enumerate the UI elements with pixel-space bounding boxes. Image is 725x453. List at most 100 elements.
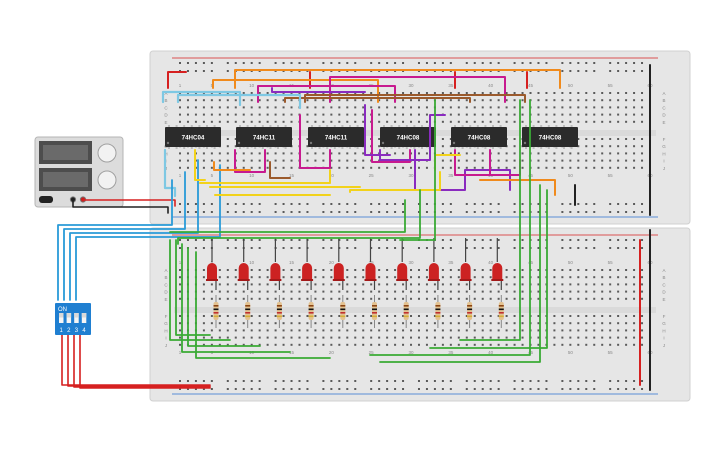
hole[interactable]: [561, 322, 564, 325]
hole[interactable]: [410, 315, 413, 317]
hole[interactable]: [386, 336, 389, 339]
hole[interactable]: [290, 343, 293, 346]
rail-hole[interactable]: [346, 239, 349, 241]
hole[interactable]: [242, 315, 245, 317]
hole[interactable]: [346, 269, 349, 271]
rail-hole[interactable]: [609, 239, 612, 241]
hole[interactable]: [266, 297, 269, 300]
hole[interactable]: [473, 269, 476, 271]
resistor[interactable]: [213, 295, 219, 328]
hole[interactable]: [425, 315, 428, 317]
logic-wire[interactable]: [271, 87, 366, 93]
hole[interactable]: [569, 159, 572, 162]
rail-hole[interactable]: [585, 70, 588, 72]
rail-hole[interactable]: [394, 388, 397, 390]
hole[interactable]: [633, 113, 636, 116]
rail-hole[interactable]: [577, 62, 580, 64]
hole[interactable]: [362, 329, 365, 332]
hole[interactable]: [441, 329, 444, 332]
rail-hole[interactable]: [473, 239, 476, 241]
hole[interactable]: [633, 106, 636, 109]
hole[interactable]: [481, 166, 484, 169]
rail-hole[interactable]: [633, 380, 636, 382]
hole[interactable]: [537, 99, 540, 102]
hole[interactable]: [545, 113, 548, 116]
hole[interactable]: [210, 113, 213, 116]
hole[interactable]: [641, 269, 644, 271]
rail-hole[interactable]: [282, 247, 285, 249]
hole[interactable]: [378, 113, 381, 116]
rail-hole[interactable]: [258, 247, 261, 249]
hole[interactable]: [537, 336, 540, 339]
hole[interactable]: [585, 343, 588, 346]
hole[interactable]: [513, 152, 516, 155]
hole[interactable]: [449, 343, 452, 346]
rail-hole[interactable]: [617, 247, 620, 249]
hole[interactable]: [210, 106, 213, 109]
switch-input-wire[interactable]: [75, 164, 221, 301]
rail-hole[interactable]: [473, 203, 476, 205]
hole[interactable]: [242, 297, 245, 300]
hole[interactable]: [234, 315, 237, 317]
hole[interactable]: [521, 343, 524, 346]
hole[interactable]: [338, 336, 341, 339]
hole[interactable]: [513, 92, 516, 94]
rail-hole[interactable]: [481, 388, 484, 390]
resistor[interactable]: [340, 295, 346, 328]
hole[interactable]: [585, 166, 588, 169]
hole[interactable]: [569, 322, 572, 325]
hole[interactable]: [537, 120, 540, 123]
rail-hole[interactable]: [250, 62, 253, 64]
rail-hole[interactable]: [274, 388, 277, 390]
resistor[interactable]: [467, 295, 473, 328]
hole[interactable]: [202, 276, 205, 279]
hole[interactable]: [179, 113, 181, 116]
hole[interactable]: [394, 329, 397, 332]
rail-hole[interactable]: [290, 203, 293, 205]
hole[interactable]: [290, 322, 293, 325]
hole[interactable]: [489, 106, 492, 109]
rail-hole[interactable]: [370, 380, 373, 382]
rail-hole[interactable]: [641, 388, 644, 390]
rail-hole[interactable]: [202, 239, 205, 241]
hole[interactable]: [457, 120, 460, 123]
rail-hole[interactable]: [234, 380, 237, 382]
hole[interactable]: [609, 92, 612, 94]
hole[interactable]: [394, 343, 397, 346]
rail-hole[interactable]: [202, 70, 205, 72]
hole[interactable]: [338, 290, 341, 293]
hole[interactable]: [625, 315, 628, 317]
rail-hole[interactable]: [298, 380, 301, 382]
hole[interactable]: [593, 92, 596, 94]
hole[interactable]: [457, 343, 460, 346]
hole[interactable]: [497, 106, 500, 109]
hole[interactable]: [282, 269, 285, 271]
hole[interactable]: [346, 322, 349, 325]
hole[interactable]: [266, 290, 269, 293]
hole[interactable]: [226, 106, 229, 109]
hole[interactable]: [441, 336, 444, 339]
hole[interactable]: [179, 269, 181, 271]
hole[interactable]: [425, 329, 428, 332]
hole[interactable]: [322, 113, 325, 116]
logic-wire[interactable]: [371, 109, 411, 163]
logic-wire[interactable]: [304, 94, 526, 103]
hole[interactable]: [402, 322, 405, 325]
rail-hole[interactable]: [234, 62, 237, 64]
led[interactable]: [397, 263, 408, 280]
hole[interactable]: [449, 120, 452, 123]
rail-hole[interactable]: [210, 211, 213, 213]
hole[interactable]: [497, 322, 500, 325]
hole[interactable]: [306, 343, 309, 346]
hole[interactable]: [449, 297, 452, 300]
ic-chip[interactable]: 74HC04: [165, 125, 221, 149]
rail-hole[interactable]: [179, 62, 181, 64]
hole[interactable]: [346, 329, 349, 332]
hole[interactable]: [601, 343, 604, 346]
hole[interactable]: [505, 315, 508, 317]
hole[interactable]: [641, 152, 644, 155]
hole[interactable]: [218, 343, 221, 346]
hole[interactable]: [226, 120, 229, 123]
hole[interactable]: [314, 322, 317, 325]
hole[interactable]: [346, 99, 349, 102]
